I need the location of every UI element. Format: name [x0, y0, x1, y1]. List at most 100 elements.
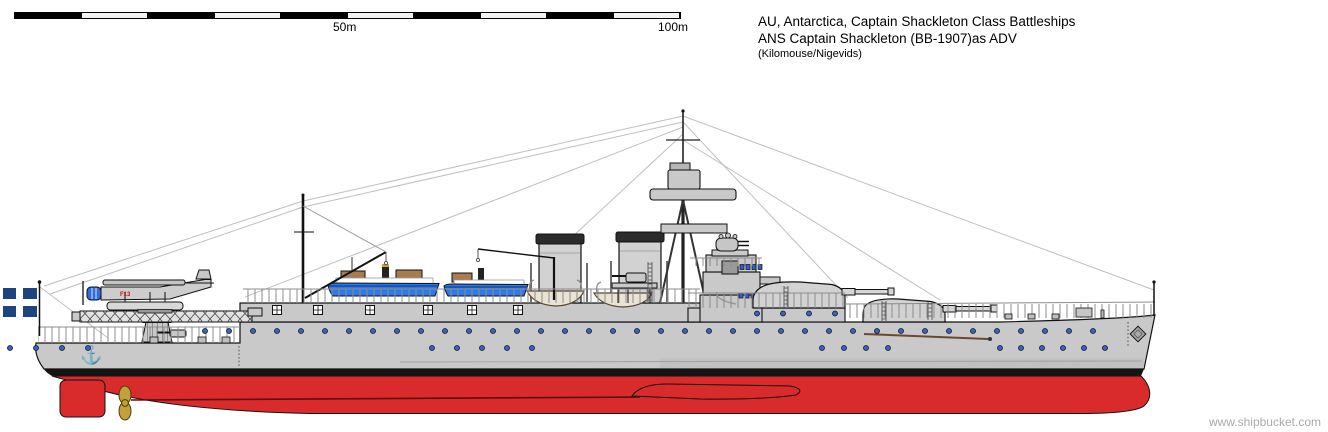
porthole [538, 328, 544, 334]
porthole [634, 328, 640, 334]
porthole [7, 345, 13, 351]
porthole [885, 345, 891, 351]
porthole [85, 345, 91, 351]
funnel-cap [535, 233, 585, 245]
scale-label-100m: 100m [658, 20, 689, 34]
title-line-3: (Kilomouse/Nigevids) [758, 48, 862, 60]
scale-bar [14, 12, 681, 19]
draft-marks [238, 322, 1129, 366]
porthole [706, 328, 712, 334]
scale-segment [414, 13, 480, 18]
bow-jackstaff [1152, 280, 1156, 316]
porthole [514, 328, 520, 334]
porthole [841, 345, 847, 351]
secondary-gun [625, 272, 647, 283]
porthole [562, 328, 568, 334]
porthole [682, 328, 688, 334]
porthole [610, 328, 616, 334]
porthole [479, 345, 485, 351]
watermark: www.shipbucket.com [1208, 415, 1321, 429]
plane-float [106, 301, 184, 311]
porthole [898, 328, 904, 334]
porthole [370, 328, 376, 334]
porthole [946, 328, 952, 334]
porthole [994, 328, 1000, 334]
boat-boom [863, 333, 992, 341]
porthole [346, 328, 352, 334]
porthole [1018, 345, 1024, 351]
scale-segment [479, 13, 547, 18]
porthole [658, 328, 664, 334]
porthole [826, 328, 832, 334]
porthole [922, 328, 928, 334]
rudder [59, 379, 106, 418]
bow-hawse-diamond [1129, 325, 1147, 343]
porthole [504, 345, 510, 351]
title-line-2: ANS Captain Shackleton (BB-1907)as ADV [758, 31, 1017, 46]
porthole [874, 328, 880, 334]
deck-fittings [149, 307, 1105, 344]
porthole [997, 345, 1003, 351]
porthole [274, 328, 280, 334]
launch-trolley [137, 309, 173, 314]
porthole [1081, 345, 1087, 351]
scale-segment [213, 13, 281, 18]
porthole [466, 328, 472, 334]
porthole [442, 328, 448, 334]
porthole [754, 328, 760, 334]
porthole [1060, 345, 1066, 351]
porthole [806, 310, 812, 317]
boot-topping [44, 369, 1144, 376]
porthole [33, 345, 39, 351]
porthole [970, 328, 976, 334]
hull-panel-line [399, 360, 1143, 363]
underwater-hull [51, 375, 1151, 421]
porthole [586, 328, 592, 334]
scale-segment [148, 13, 214, 18]
plane-marking: F13 [120, 292, 131, 298]
portholes [7, 310, 1108, 351]
deckhouse-windows [272, 305, 523, 315]
seaplane: F13 [82, 269, 214, 314]
porthole [226, 328, 232, 334]
porthole [863, 345, 869, 351]
porthole [1018, 328, 1024, 334]
title-block: AU, Antarctica, Captain Shackleton Class… [758, 13, 1075, 61]
porthole [1042, 328, 1048, 334]
foremast-tripod [649, 109, 737, 304]
flag-cross-horizontal [3, 299, 37, 306]
armor-belt-line [660, 358, 1144, 368]
porthole [429, 345, 435, 351]
porthole [418, 328, 424, 334]
porthole [1039, 345, 1045, 351]
shaft-bossing [631, 383, 801, 400]
porthole [202, 328, 208, 334]
porthole [250, 328, 256, 334]
porthole [454, 345, 460, 351]
plane-cowling [86, 286, 102, 301]
porthole [850, 328, 856, 334]
porthole [59, 345, 65, 351]
porthole [490, 328, 496, 334]
scale-segment [80, 13, 148, 18]
plane-tailfin [195, 269, 212, 280]
porthole [802, 328, 808, 334]
scale-segment [547, 13, 613, 18]
porthole [780, 310, 786, 317]
top-cab [667, 169, 701, 190]
porthole [754, 310, 760, 317]
propeller [118, 385, 132, 421]
railings [38, 288, 1156, 343]
scale-label-50m: 50m [333, 20, 357, 34]
scale-segment [15, 13, 81, 18]
red-hull [51, 375, 1151, 414]
funnel-cap [615, 231, 665, 243]
porthole [778, 328, 784, 334]
aa-gun [715, 232, 749, 252]
rangefinder [669, 162, 691, 171]
ensign-flag [3, 280, 42, 336]
ladders [647, 262, 933, 321]
stern-anchor-icon: ⚓ [80, 344, 102, 365]
